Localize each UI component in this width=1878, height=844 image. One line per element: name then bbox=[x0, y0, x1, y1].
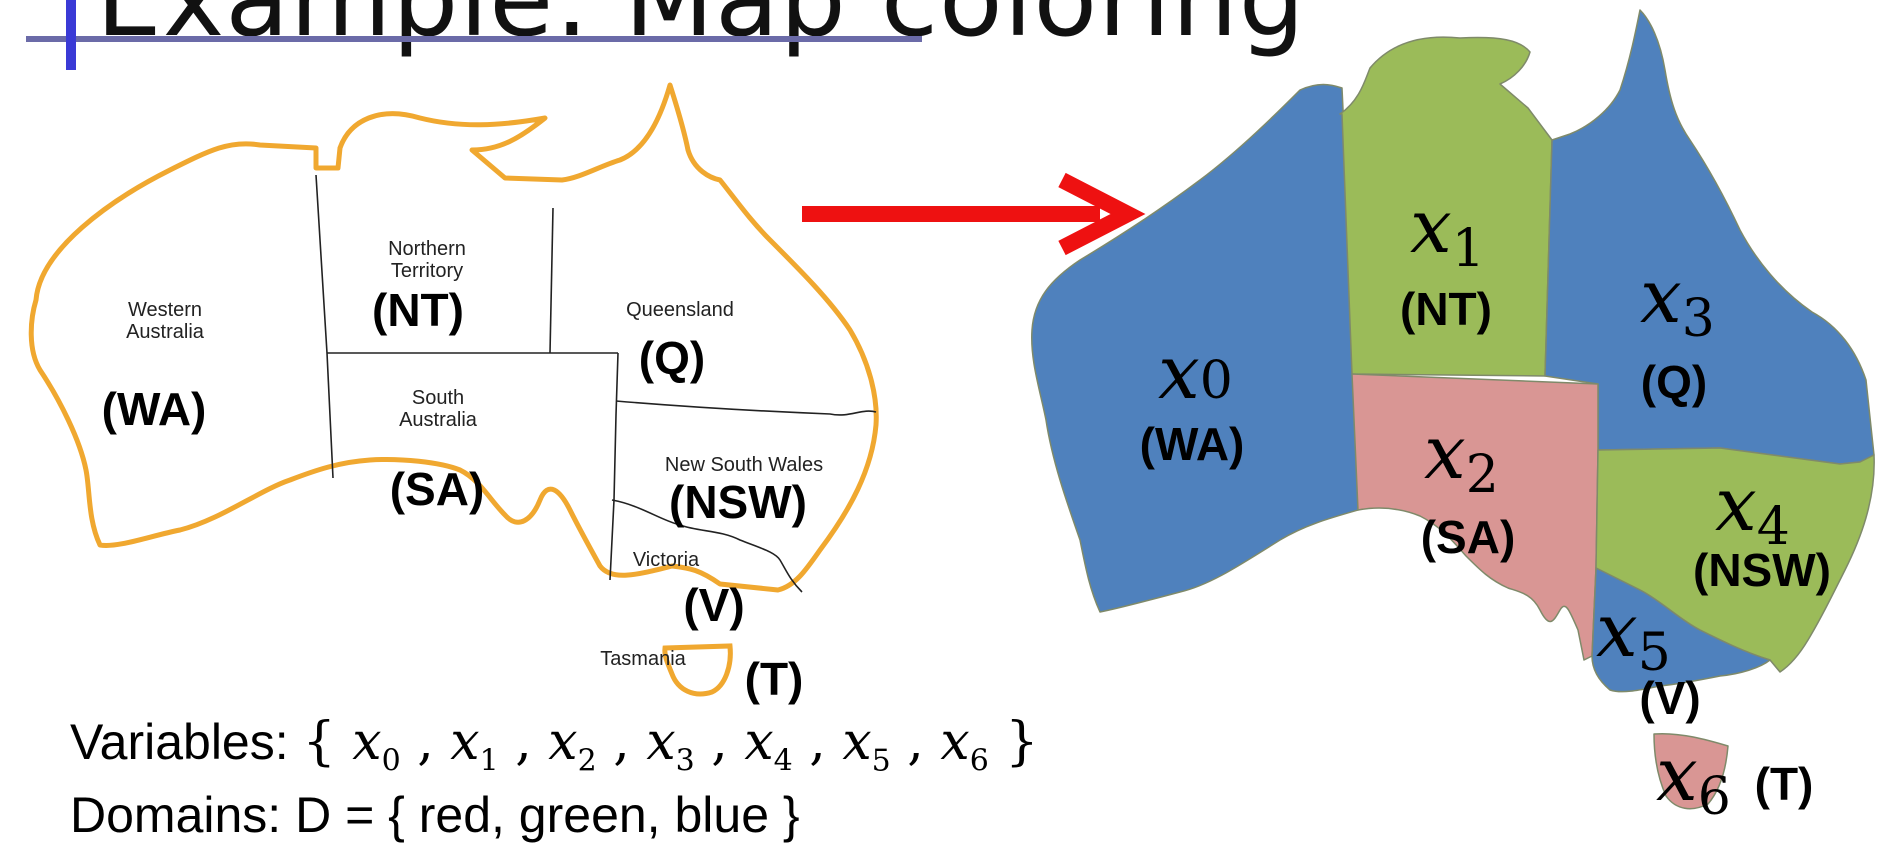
title-accent-bar bbox=[66, 0, 76, 70]
left-label-t-name: Tasmania bbox=[600, 648, 686, 670]
left-abbr-q: (Q) bbox=[639, 332, 705, 384]
right-abbr-nsw: (NSW) bbox=[1693, 544, 1831, 596]
right-abbr-nt: (NT) bbox=[1400, 283, 1492, 335]
right-var-x0: x0 bbox=[1158, 330, 1233, 416]
left-abbr-nt: (NT) bbox=[372, 284, 464, 336]
var-x5: x5 bbox=[842, 712, 891, 779]
right-map-abbreviations: (WA) (NT) (SA) (Q) (NSW) (V) (T) bbox=[1140, 283, 1831, 810]
right-abbr-sa: (SA) bbox=[1421, 511, 1516, 563]
right-var-x3: x3 bbox=[1640, 254, 1715, 349]
title-underline bbox=[26, 36, 922, 42]
variables-label: Variables: bbox=[70, 714, 289, 770]
left-label-v-name: Victoria bbox=[633, 549, 700, 571]
right-var-x2: x2 bbox=[1424, 410, 1499, 505]
right-region-sa bbox=[1351, 373, 1599, 661]
domains-line: Domains: D = { red, green, blue } bbox=[70, 787, 800, 843]
slide-title: Example: Map coloring bbox=[96, 0, 1306, 60]
left-abbr-v: (V) bbox=[683, 579, 744, 631]
right-abbr-wa: (WA) bbox=[1140, 418, 1245, 470]
left-abbr-wa: (WA) bbox=[102, 383, 207, 435]
right-map bbox=[1030, 9, 1875, 810]
var-x3: x3 bbox=[646, 712, 695, 779]
right-region-q bbox=[1544, 9, 1875, 465]
right-abbr-q: (Q) bbox=[1641, 356, 1707, 408]
var-x0: x0 bbox=[352, 712, 401, 779]
var-x2: x2 bbox=[548, 712, 597, 779]
right-var-x1: x1 bbox=[1410, 184, 1485, 279]
left-abbr-t: (T) bbox=[745, 653, 804, 705]
right-var-x6: x6 bbox=[1656, 732, 1731, 819]
right-abbr-t: (T) bbox=[1755, 758, 1814, 810]
left-label-q-name: Queensland bbox=[626, 299, 734, 321]
left-label-nsw-name: New South Wales bbox=[665, 454, 823, 476]
left-abbr-sa: (SA) bbox=[390, 463, 485, 515]
left-map-borders bbox=[315, 174, 877, 593]
set-open-brace: { bbox=[302, 712, 336, 772]
var-x6: x6 bbox=[940, 712, 989, 779]
right-region-v bbox=[1591, 567, 1771, 693]
transform-arrow bbox=[802, 172, 1146, 256]
tasmania-outline bbox=[662, 643, 733, 697]
left-abbr-nsw: (NSW) bbox=[669, 476, 807, 528]
var-x1: x1 bbox=[450, 712, 499, 779]
variables-line: Variables: { x0 , x1 , x2 , x3 , x4 , x5… bbox=[70, 712, 1038, 778]
right-var-x5: x5 bbox=[1596, 588, 1671, 683]
right-region-t bbox=[1653, 732, 1729, 810]
right-abbr-v: (V) bbox=[1639, 672, 1700, 724]
var-x4: x4 bbox=[744, 712, 793, 779]
variables-set: { x0 , x1 , x2 , x3 , x4 , x5 , x6 } bbox=[302, 712, 1039, 779]
set-close-brace: } bbox=[1005, 712, 1039, 772]
right-region-wa bbox=[1030, 83, 1359, 613]
right-var-x4: x4 bbox=[1715, 462, 1790, 557]
left-map-outline bbox=[28, 82, 879, 593]
right-region-nt bbox=[1339, 36, 1553, 377]
right-map-variable-labels: x0 x1 x2 x3 x4 x5 x6 bbox=[1158, 184, 1790, 819]
